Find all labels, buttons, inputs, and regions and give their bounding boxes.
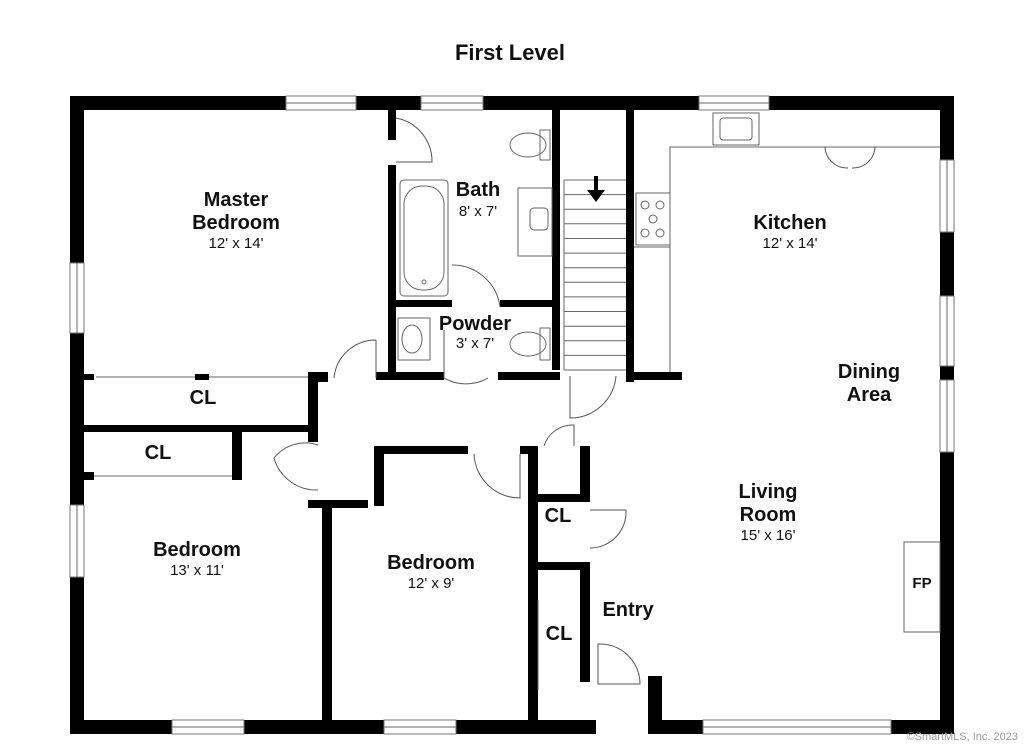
exterior-walls: [70, 96, 954, 734]
bath-size: 8' x 7': [459, 203, 497, 220]
bedroom-left-size: 13' x 11': [170, 562, 224, 579]
windows: [69, 95, 955, 735]
master-bedroom-name-line2: Bedroom: [192, 212, 280, 234]
entry-name: Entry: [602, 599, 654, 621]
stairs-down-arrow-icon: [587, 176, 605, 202]
fixtures: [397, 112, 941, 633]
stairs: [563, 179, 626, 371]
bedroom-center-name: Bedroom: [387, 552, 475, 574]
master-bedroom-size: 12' x 14': [209, 235, 264, 252]
kitchen-size: 12' x 14': [763, 235, 818, 252]
bath-name: Bath: [456, 179, 500, 201]
closet-label-center-bottom: CL: [546, 623, 573, 645]
living-room-size: 15' x 16': [741, 527, 796, 544]
powder-size: 3' x 7': [456, 335, 494, 352]
powder-name: Powder: [439, 313, 511, 335]
dining-name-line1: Dining: [838, 361, 900, 383]
room-labels: Master Bedroom 12' x 14' Bath 8' x 7' Po…: [145, 179, 932, 645]
copyright-text: ©SmartMLS, Inc. 2023: [907, 731, 1018, 743]
closet-label-center-top: CL: [545, 505, 572, 527]
doors: [94, 117, 641, 690]
closet-label-master: CL: [190, 387, 217, 409]
master-bedroom-name-line1: Master: [204, 189, 269, 211]
closet-label-hall: CL: [145, 442, 172, 464]
dining-name-line2: Area: [847, 384, 892, 406]
kitchen-name: Kitchen: [753, 212, 826, 234]
bedroom-center-size: 12' x 9': [408, 575, 455, 592]
living-room-name-line1: Living: [739, 481, 798, 503]
living-room-name-line2: Room: [740, 504, 797, 526]
interior-walls: [84, 110, 682, 720]
fireplace-label: FP: [912, 575, 931, 592]
bedroom-left-name: Bedroom: [153, 539, 241, 561]
plan-title: First Level: [455, 40, 565, 65]
